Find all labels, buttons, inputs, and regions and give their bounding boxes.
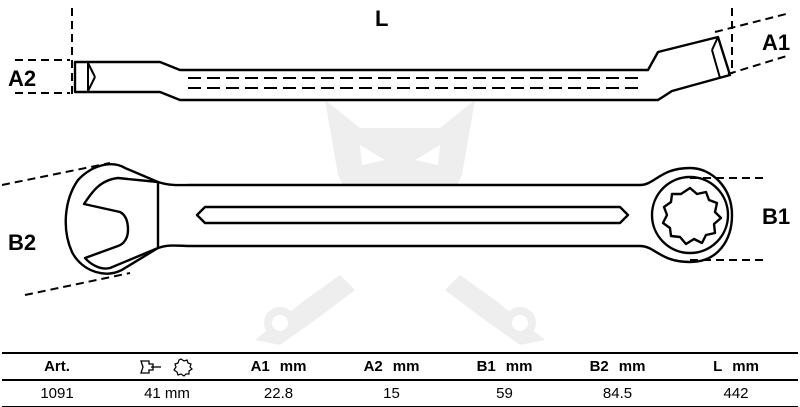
header-a1-label: A1 [250,358,270,375]
cell-size: 41 mm [112,380,222,407]
cell-l: 442 [674,380,798,407]
header-l-label: L [713,358,723,375]
dimension-lines [1,8,791,296]
header-b2-unit: mm [618,358,646,375]
header-a2-label: A2 [363,358,383,375]
header-a1-unit: mm [279,358,307,375]
open-end-ring-wrench-icon [140,357,193,377]
header-l-unit: mm [732,358,759,375]
dimension-label-a1: A1 [762,30,791,55]
wrench-side-view [73,35,732,102]
table-row: 1091 41 mm 22.8 15 59 84.5 442 [2,380,798,407]
wrench-side-view-details [87,36,721,92]
cell-b1: 59 [448,380,561,407]
wrench-front-view-details [82,175,730,270]
cell-art: 1091 [2,380,112,407]
header-b2-label: B2 [589,358,609,375]
cell-a2: 15 [335,380,448,407]
dimension-label-a2: A2 [8,66,37,91]
header-art-label: Art. [44,358,70,375]
header-art: Art. [2,352,112,381]
cell-a1: 22.8 [222,380,335,407]
dimension-label-l: L [375,6,389,31]
wrench-technical-drawing [1,8,791,345]
header-b1-label: B1 [476,358,496,375]
header-a2-unit: mm [392,358,420,375]
header-b1-unit: mm [505,358,533,375]
header-a1: A1 mm [222,352,335,381]
header-b1: B1 mm [448,352,561,381]
header-a2: A2 mm [335,352,448,381]
header-size [112,352,222,381]
watermark-logo-details [272,145,528,331]
cell-b2: 84.5 [561,380,674,407]
header-b2: B2 mm [561,352,674,381]
dimension-label-b2: B2 [8,230,37,255]
dimension-label-b1: B1 [762,204,791,229]
